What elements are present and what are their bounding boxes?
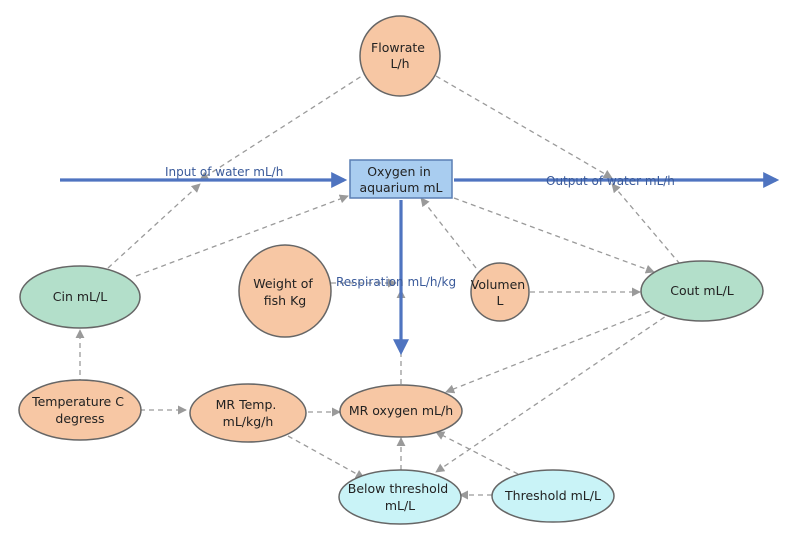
output-flow-label: Output of water mL/h (546, 174, 675, 188)
flowrate-circle (359, 15, 441, 97)
node-weight-of-fish[interactable]: Weight of fish Kg (238, 244, 332, 338)
link-mrtemp-below (287, 435, 365, 479)
link-flowrate-output (435, 75, 613, 179)
cout-ellipse (640, 260, 764, 322)
below-threshold-label: Below threshold mL/L (348, 481, 452, 513)
link-cin-stock (135, 194, 349, 277)
stock-oxygen-in-aquarium[interactable]: Oxygen in aquarium mL (349, 159, 453, 199)
temperature-ellipse (18, 379, 142, 441)
node-temperature[interactable]: Temperature C degress (18, 379, 142, 441)
below-threshold-ellipse (338, 469, 462, 525)
mr-temp-label: MR Temp. mL/kg/h (216, 397, 281, 429)
node-mr-oxygen[interactable]: MR oxygen mL/h (339, 384, 463, 438)
mr-oxygen-label: MR oxygen mL/h (349, 403, 453, 418)
link-cout-output (611, 183, 681, 265)
volumen-label: Volumen L (471, 277, 529, 308)
node-flowrate[interactable]: Flowrate L/h (359, 15, 441, 97)
weight-circle (238, 244, 332, 338)
weight-label: Weight of fish Kg (253, 276, 317, 308)
mr-oxygen-ellipse (339, 384, 463, 438)
cin-label: Cin mL/L (53, 289, 107, 304)
threshold-label: Threshold mL/L (504, 488, 601, 503)
cout-label: Cout mL/L (670, 283, 734, 298)
stock-box (349, 159, 453, 199)
respiration-flow-label: Respiration mL/h/kg (336, 275, 456, 289)
link-cout-mroxygen (445, 307, 659, 394)
link-flowrate-input (199, 71, 369, 181)
stock-label: Oxygen in aquarium mL (359, 164, 442, 195)
link-cin-input (107, 183, 201, 269)
influence-links (75, 71, 681, 500)
link-stock-cout (453, 197, 655, 274)
link-volumen-stock (420, 197, 477, 269)
threshold-ellipse (491, 469, 615, 523)
mr-temp-ellipse (189, 383, 307, 443)
node-threshold[interactable]: Threshold mL/L (491, 469, 615, 523)
node-below-threshold[interactable]: Below threshold mL/L (338, 469, 462, 525)
link-cout-below (435, 311, 673, 473)
cin-ellipse (19, 265, 141, 329)
temperature-label: Temperature C degress (31, 394, 128, 426)
flowrate-label: Flowrate L/h (371, 40, 429, 71)
link-threshold-mroxygen (435, 431, 519, 475)
volumen-circle (470, 262, 530, 322)
node-cin[interactable]: Cin mL/L (19, 265, 141, 329)
material-flows (60, 172, 780, 356)
input-flow-label: Input of water mL/h (165, 165, 283, 179)
node-volumen[interactable]: Volumen L (470, 262, 530, 322)
node-mr-temp[interactable]: MR Temp. mL/kg/h (189, 383, 307, 443)
node-cout[interactable]: Cout mL/L (640, 260, 764, 322)
